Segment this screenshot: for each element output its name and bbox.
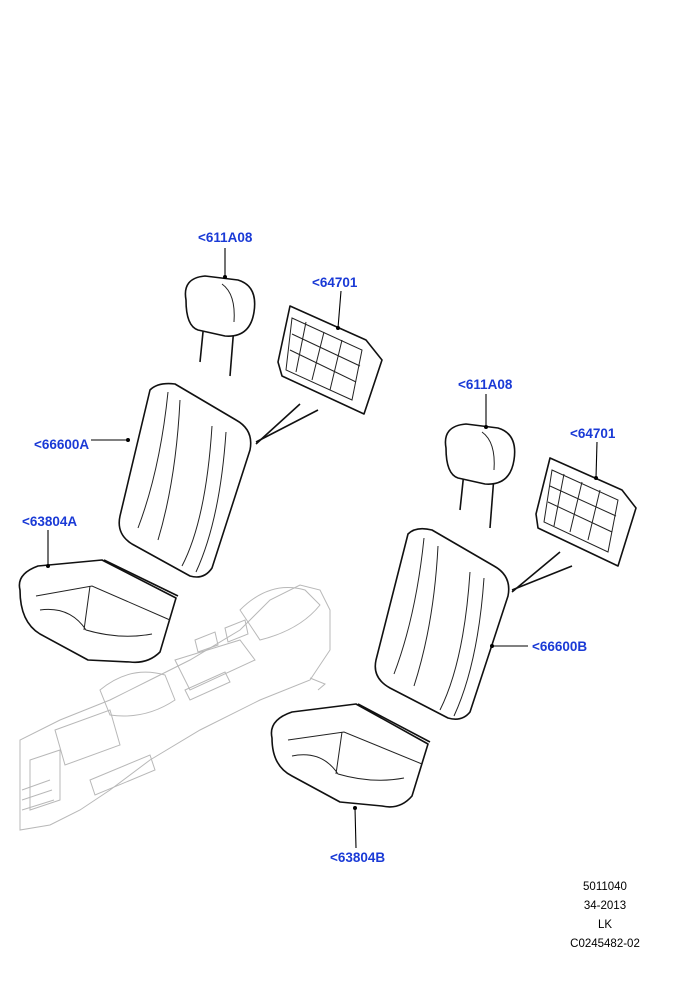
seat-assembly-a [18,275,383,664]
backrest-b-part[interactable] [374,527,510,720]
back-panel-b-part[interactable] [511,457,637,593]
headrest-a-part[interactable] [184,275,256,377]
leader-lines [46,248,598,849]
seat-assembly-b [270,423,637,808]
headrest-b-part[interactable] [444,423,516,529]
center-console-ghost [19,584,331,831]
callout-backrest-b[interactable]: <66600B [532,639,588,654]
cushion-a-part[interactable] [18,559,179,664]
callout-backrest-a[interactable]: <66600A [34,437,90,452]
callout-back-panel-b[interactable]: <64701 [570,426,616,441]
callout-cushion-b[interactable]: <63804B [330,850,386,865]
info-line-1: 5011040 [583,881,627,893]
illustration-info: 5011040 34-2013 LK C0245482-02 [540,878,670,954]
cushion-b-part[interactable] [270,703,431,808]
back-panel-a-part[interactable] [255,305,383,445]
info-line-4: C0245482-02 [570,938,640,950]
info-line-2: 34-2013 [583,900,627,912]
callout-headrest-b[interactable]: <611A08 [458,377,513,392]
backrest-a-part[interactable] [118,382,252,578]
callout-headrest-a[interactable]: <611A08 [198,230,253,245]
info-line-3: LK [597,919,613,931]
callout-cushion-a[interactable]: <63804A [22,514,78,529]
callout-back-panel-a[interactable]: <64701 [312,275,358,290]
